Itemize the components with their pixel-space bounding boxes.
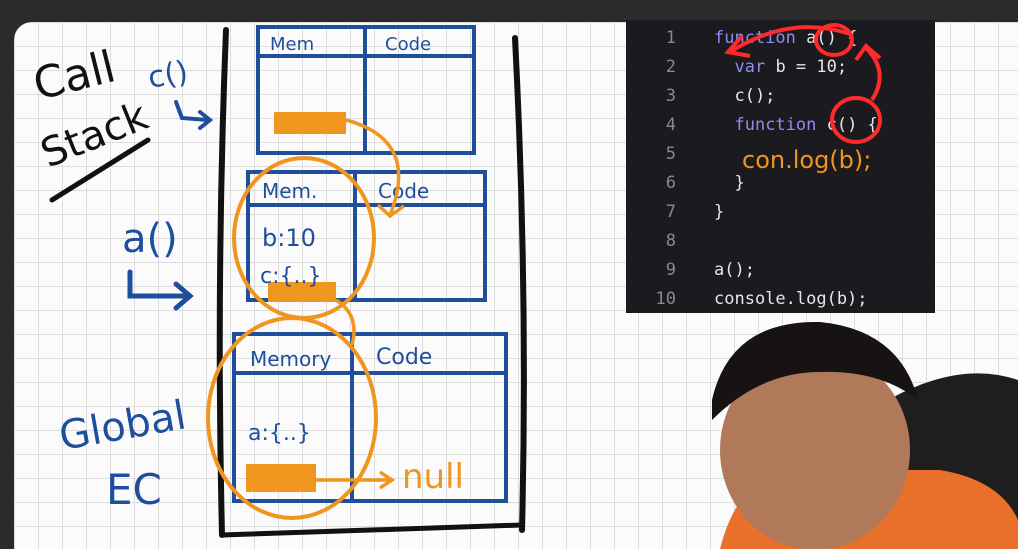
frame-c-memory-header: Mem: [270, 34, 314, 55]
arrow-head: [854, 43, 882, 62]
arrow-head: [379, 470, 396, 490]
frame-a-code-header: Code: [378, 179, 429, 203]
code-text: console.log(b);: [714, 289, 868, 309]
line-number: 3: [665, 86, 676, 106]
global-memory-header: Memory: [250, 347, 332, 371]
global-label: Global: [56, 392, 190, 459]
arrow-head: [173, 281, 194, 311]
arrow-head: [376, 203, 406, 219]
code-text: var b = 10;: [734, 57, 848, 77]
frame-c-code-header: Code: [385, 34, 431, 55]
call-label: Call: [28, 41, 120, 110]
code-text: c();: [714, 86, 776, 106]
stack-underline: [49, 137, 151, 203]
stack-bottom: [219, 522, 525, 538]
line-number: 10: [655, 289, 676, 309]
line-number: 1: [665, 28, 676, 48]
arrow-head: [198, 110, 214, 130]
line-number: 9: [665, 260, 676, 280]
code-annotation-console-log: con.log(b);: [742, 146, 871, 174]
memory-entry-c: c:{..}: [260, 264, 322, 289]
line-number: 7: [665, 202, 676, 222]
code-editor-panel: 1 function a() { 2 var b = 10; 3 c(); 4 …: [626, 20, 935, 313]
code-text: }: [714, 173, 745, 193]
frame-c-box: [256, 25, 476, 155]
memory-entry-b: b:10: [262, 224, 316, 252]
frame-c-label: c(): [145, 54, 190, 95]
code-line: 9 a();: [626, 260, 935, 289]
null-label: null: [402, 457, 464, 497]
code-line: 8: [626, 231, 935, 260]
frame-global-box: [232, 332, 508, 503]
red-circle-c-params: [830, 96, 882, 144]
red-circle-a-params: [814, 23, 854, 57]
frame-a-arrow: [127, 269, 189, 299]
code-line: 3 c();: [626, 86, 935, 115]
arrow-head: [724, 34, 751, 58]
code-line: 5: [626, 144, 935, 173]
code-text: }: [714, 202, 725, 222]
code-line: 6 }: [626, 173, 935, 202]
red-arrow-c-to-a: [864, 46, 882, 102]
code-line: 2 var b = 10;: [626, 57, 935, 86]
line-number: 2: [665, 57, 676, 77]
line-number: 5: [665, 144, 676, 164]
scope-circle-global: [206, 316, 378, 520]
code-text: function c() {: [734, 115, 878, 135]
pointer-arrow-a-to-global: [335, 298, 356, 346]
red-arrow-to-a: [728, 25, 851, 54]
frame-c-arrow: [174, 100, 210, 122]
global-code-header: Code: [376, 345, 432, 370]
line-number: 8: [665, 231, 676, 251]
memory-entry-a: a:{..}: [248, 421, 311, 446]
frame-a-label: a(): [122, 216, 178, 262]
code-line: 10 console.log(b);: [626, 289, 935, 318]
code-text: a();: [714, 260, 755, 280]
code-line: 7 }: [626, 202, 935, 231]
ec-label: EC: [106, 465, 162, 514]
code-line: 4 function c() {: [626, 115, 935, 144]
stack-left-wall: [216, 27, 229, 538]
presenter-photo: [712, 321, 1018, 549]
lexical-env-pointer-global: [246, 464, 316, 492]
pointer-arrow-c-to-a: [345, 118, 401, 216]
lexical-env-pointer-a: [268, 282, 336, 302]
line-number: 4: [665, 115, 676, 135]
frame-a-memory-header: Mem.: [262, 179, 317, 203]
line-number: 6: [665, 173, 676, 193]
lexical-env-pointer-c: [274, 112, 346, 134]
stack-right-wall: [512, 35, 527, 533]
